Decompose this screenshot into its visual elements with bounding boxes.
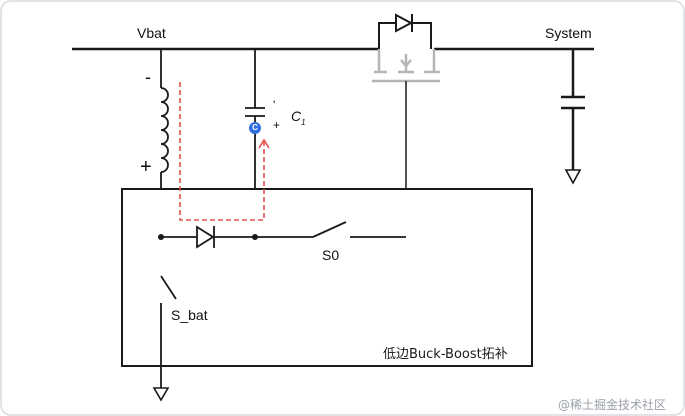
internal-diode [196,225,215,249]
current-path-arrow [258,138,270,149]
cap-plus-label: + [273,118,281,132]
battery-ground-symbol [152,387,170,402]
inductor-coil [160,87,169,173]
system-label: System [545,25,592,41]
current-path [179,82,265,221]
inductor-minus-label: - [145,67,151,87]
box-caption: 低边Buck-Boost拓补 [383,347,508,362]
junction-dot-cap [252,234,258,240]
watermark: @稀土掘金技术社区 [558,398,667,412]
cap-subscript: 1 [301,117,306,127]
load-capacitor [561,49,585,170]
system-ground-symbol [564,169,582,185]
s0-label: S0 [322,247,340,263]
vbat-label: Vbat [137,25,166,41]
sbat-label: S_bat [171,307,208,323]
inductor-plus-label: + [140,156,152,178]
junction-dot-left [158,234,164,240]
low-side-buck-boost-box [121,188,533,367]
cap-badge-icon: C [249,122,261,134]
sbat-switch-blade [160,275,177,300]
top-diode [378,13,432,49]
cap-c-letter: C [291,108,302,124]
pmos-switch [372,49,440,83]
s0-switch-blade [312,221,347,238]
cap-minus-label: ' [273,98,276,112]
cap-c1-label: C1 [291,108,306,127]
